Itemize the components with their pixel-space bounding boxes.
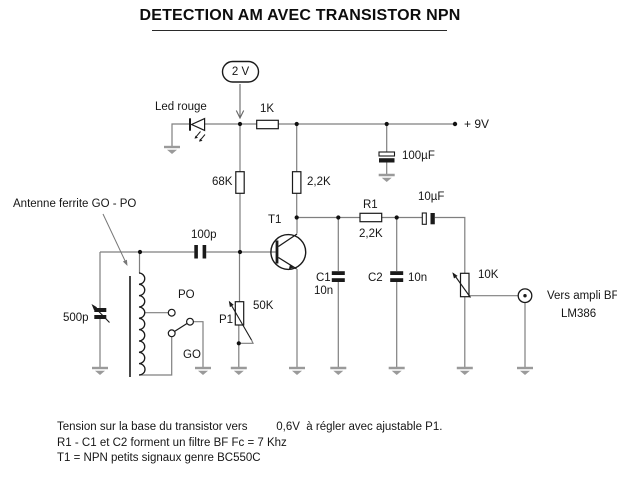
rail-terminal-dot — [452, 121, 458, 127]
output-jack-symbol — [517, 288, 533, 304]
ground-icon — [456, 366, 473, 375]
ground-icon — [195, 366, 211, 375]
resistor-68k-label: 68K — [212, 176, 233, 188]
cap-500p-label: 500p — [63, 312, 89, 324]
transistor-t1-label: T1 — [268, 214, 282, 226]
cap-c2-name: C2 — [368, 271, 383, 284]
electrolytic-100uf — [378, 151, 396, 163]
led-label: Led rouge — [155, 101, 207, 113]
emitter-arrow-icon — [288, 264, 295, 269]
ground-icon — [330, 366, 347, 375]
coil-ferrite-antenna — [129, 272, 146, 377]
trimmer-p1-name: P1 — [219, 314, 234, 326]
ground-icon — [388, 366, 405, 375]
ground-icon — [289, 366, 305, 375]
resistor-1k-label: 1K — [260, 103, 275, 115]
trimmer-p1 — [228, 300, 252, 341]
cap-c1-name: C1 — [316, 271, 331, 284]
antenna-label: Antenne ferrite GO - PO — [13, 198, 137, 210]
ground-icon — [517, 366, 533, 375]
trimmer-p1-value: 50K — [253, 300, 274, 312]
note-bias: Tension sur la base du transistor vers 0… — [57, 421, 443, 433]
antenna-leader-arrow — [102, 213, 128, 266]
electrolytic-10uf — [421, 212, 435, 225]
arrow-down-icon — [235, 110, 245, 120]
arrow-head-icon — [122, 259, 128, 266]
resistor-68k — [235, 171, 245, 194]
capacitor-c1-10n — [331, 271, 345, 282]
junction-dots — [137, 121, 458, 346]
capacitor-c2-10n — [390, 271, 404, 282]
cap-100uf-label: 100µF — [402, 150, 435, 162]
cap-c1-value: 10n — [314, 285, 334, 297]
output-dest-label: Vers ampli BF — [547, 290, 617, 302]
resistor-r1 — [359, 212, 383, 223]
switch-po-go — [167, 308, 195, 338]
ground-icon — [92, 366, 108, 375]
note-filter: R1 - C1 et C2 forment un filtre BF Fc = … — [57, 437, 287, 449]
switch-common — [186, 317, 195, 326]
variable-arrow-icon — [91, 304, 98, 311]
cap-c2-value: 10n — [408, 271, 428, 284]
ground-icon — [230, 366, 247, 375]
title-underline — [152, 30, 447, 31]
variable-capacitor-500p — [91, 304, 110, 323]
note-transistor-type: T1 = NPN petits signaux genre BC550C — [57, 452, 261, 464]
ground-icon — [164, 145, 180, 154]
wires — [99, 123, 526, 376]
resistor-1k — [256, 119, 279, 130]
cap-100p-label: 100p — [191, 229, 217, 241]
switch-arm — [174, 323, 188, 332]
resistor-2k2-collector — [291, 171, 302, 194]
potentiometer-10k — [452, 272, 471, 298]
transistor-t1-symbol — [270, 233, 307, 271]
wiper-arrow-icon — [228, 300, 234, 308]
switch-po-label: PO — [178, 289, 195, 301]
led-red-symbol — [189, 117, 206, 142]
switch-go-label: GO — [183, 349, 201, 361]
ground-icon — [378, 173, 395, 182]
rail-9v-label: + 9V — [464, 117, 490, 131]
cap-10uf-label: 10µF — [418, 191, 445, 203]
switch-contact-go — [167, 329, 176, 338]
wiper-arrow-icon — [452, 272, 458, 279]
pot-10k-label: 10K — [478, 269, 499, 281]
test-point-2v-symbol — [221, 60, 260, 120]
output-chip-label: LM386 — [561, 308, 597, 320]
switch-contact-po — [167, 308, 176, 317]
test-point-2v-value: 2 V — [231, 66, 250, 78]
capacitor-100p — [194, 245, 207, 259]
resistor-r1-value: 2,2K — [359, 228, 383, 240]
ground-icons — [92, 145, 533, 375]
resistor-2k2-collector-label: 2,2K — [307, 176, 331, 188]
schematic-title: DETECTION AM AVEC TRANSISTOR NPN — [139, 7, 461, 24]
resistor-r1-name: R1 — [363, 199, 378, 211]
led-emission-arrows-icon — [194, 131, 206, 142]
